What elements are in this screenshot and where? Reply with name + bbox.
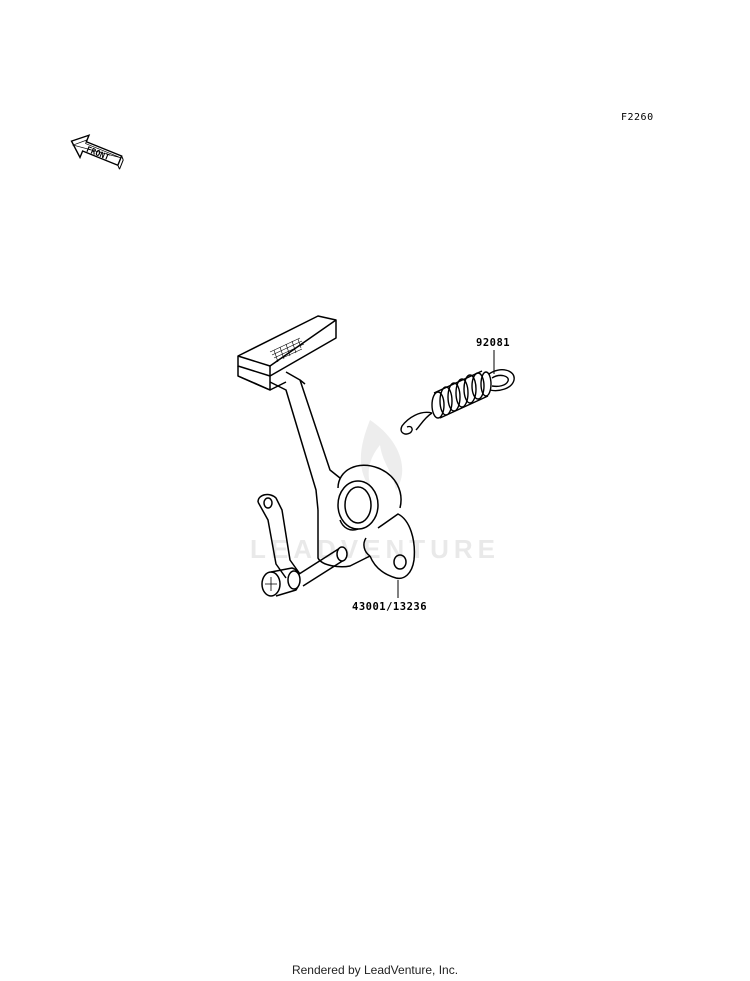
watermark-text: LEADVENTURE <box>250 534 500 564</box>
figure-code: F2260 <box>621 112 654 123</box>
part-label-92081[interactable]: 92081 <box>476 337 511 349</box>
brake-pedal-drawing <box>237 315 416 597</box>
footer-credit: Rendered by LeadVenture, Inc. <box>291 963 459 977</box>
front-arrow-icon: FRONT <box>70 134 124 170</box>
spring-drawing <box>400 369 515 435</box>
front-marker-text: FRONT <box>85 145 111 162</box>
watermark: LEADVENTURE <box>250 420 500 564</box>
part-label-43001-13236[interactable]: 43001/13236 <box>352 601 428 613</box>
